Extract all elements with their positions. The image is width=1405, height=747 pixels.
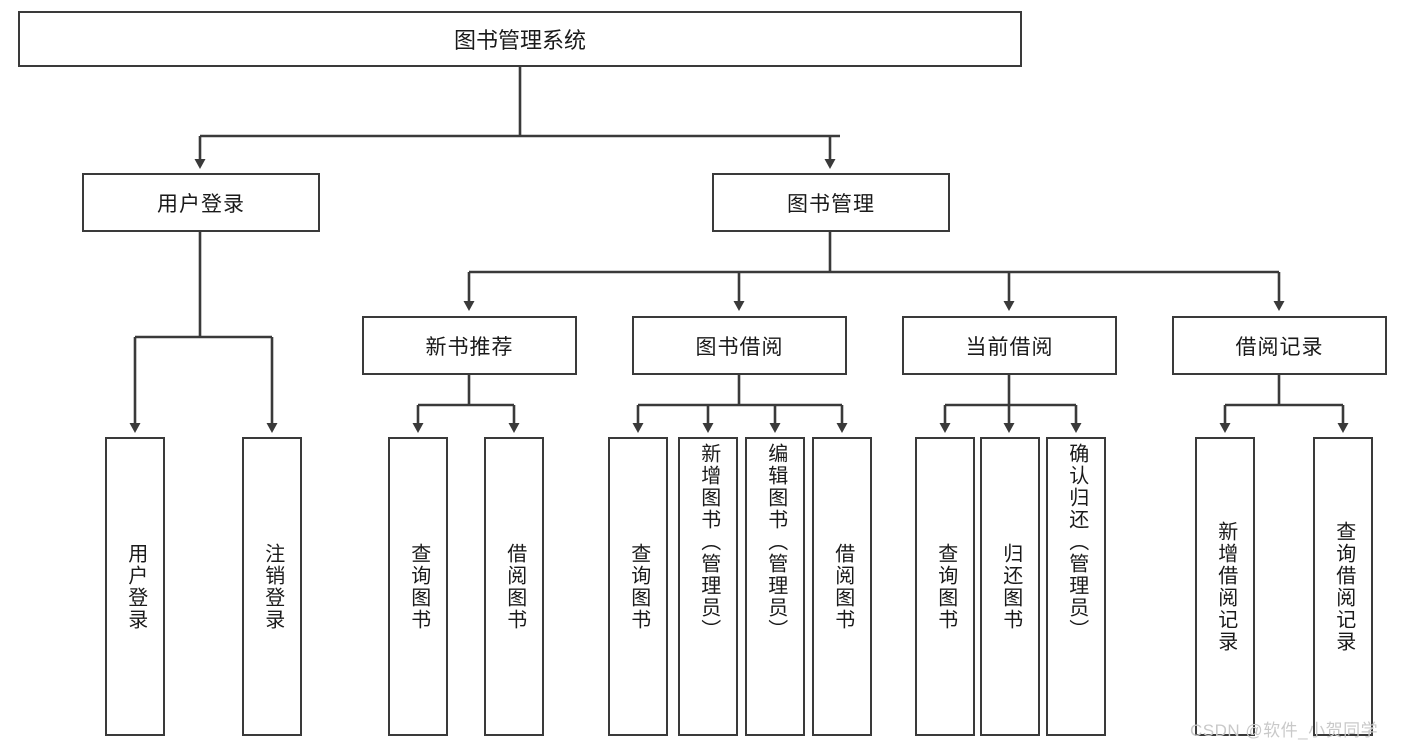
node-root-system[interactable]: 图书管理系统	[18, 11, 1022, 67]
leaf-borrow-borrow-book[interactable]: 借阅图书	[812, 437, 872, 736]
node-new-book-recommend[interactable]: 新书推荐	[362, 316, 577, 375]
leaf-label: 查询图书	[407, 542, 430, 631]
leaf-record-add-record[interactable]: 新增借阅记录	[1195, 437, 1255, 736]
leaf-recommend-borrow-book[interactable]: 借阅图书	[484, 437, 544, 736]
leaf-current-return-book[interactable]: 归还图书	[980, 437, 1040, 736]
leaf-recommend-query-book[interactable]: 查询图书	[388, 437, 448, 736]
leaf-label: 用户登录	[124, 542, 147, 631]
leaf-label: 借阅图书	[831, 542, 854, 631]
leaf-label: 新增借阅记录	[1214, 520, 1237, 653]
leaf-label: 查询借阅记录	[1332, 520, 1355, 653]
leaf-label: 查询图书	[627, 542, 650, 631]
leaf-label: 确认归还（管理员）	[1065, 443, 1088, 641]
leaf-label: 编辑图书（管理员）	[764, 443, 787, 641]
csdn-watermark: CSDN @软件_小贺同学	[1190, 721, 1379, 740]
leaf-current-confirm-return-admin[interactable]: 确认归还（管理员）	[1046, 437, 1106, 736]
node-user-login[interactable]: 用户登录	[82, 173, 320, 232]
leaf-record-query-record[interactable]: 查询借阅记录	[1313, 437, 1373, 736]
node-book-management[interactable]: 图书管理	[712, 173, 950, 232]
node-current-borrow[interactable]: 当前借阅	[902, 316, 1117, 375]
leaf-label: 归还图书	[999, 542, 1022, 631]
leaf-label: 新增图书（管理员）	[697, 443, 720, 641]
leaf-user-login-signout[interactable]: 注销登录	[242, 437, 302, 736]
leaf-label: 借阅图书	[503, 542, 526, 631]
leaf-borrow-edit-book-admin[interactable]: 编辑图书（管理员）	[745, 437, 805, 736]
leaf-borrow-query-book[interactable]: 查询图书	[608, 437, 668, 736]
leaf-borrow-add-book-admin[interactable]: 新增图书（管理员）	[678, 437, 738, 736]
node-borrow-record[interactable]: 借阅记录	[1172, 316, 1387, 375]
leaf-user-login-signin[interactable]: 用户登录	[105, 437, 165, 736]
leaf-current-query-book[interactable]: 查询图书	[915, 437, 975, 736]
node-book-borrow[interactable]: 图书借阅	[632, 316, 847, 375]
leaf-label: 注销登录	[261, 542, 284, 631]
leaf-label: 查询图书	[934, 542, 957, 631]
